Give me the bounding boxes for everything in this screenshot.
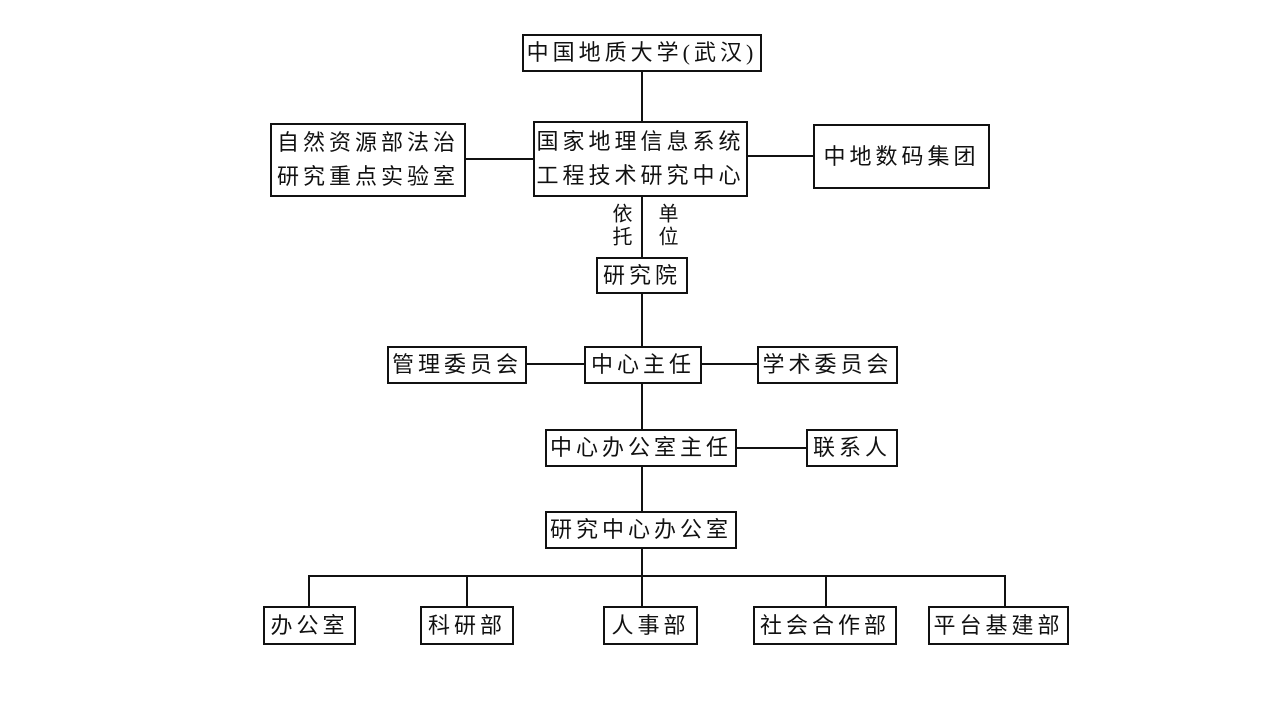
edge-label-danwei: 单位 [655,203,677,249]
node-academic-committee: 学术委员会 [757,346,898,384]
node-gis-center-line2: 工程技术研究中心 [536,163,745,188]
connector-drop-dept-platform [1004,575,1006,606]
connector-office-director-center-office [641,466,643,511]
connector-center-office-depts [641,548,643,607]
connector-drop-dept-research [466,575,468,606]
connector-institute-director [641,293,643,346]
node-contact-person-label: 联系人 [812,435,891,460]
connector-drop-dept-social [825,575,827,606]
connector-director-office-director [641,383,643,429]
connector-lab-center [464,158,533,160]
node-dept-research-label: 科研部 [427,612,506,638]
edge-label-yituo: 依托 [609,203,631,249]
node-zondy-group-label: 中地数码集团 [823,143,980,169]
node-dept-office-label: 办公室 [270,612,349,638]
connector-university-center [641,72,643,121]
node-dept-hr-label: 人事部 [611,612,690,638]
node-dept-research: 科研部 [420,606,514,645]
node-management-committee: 管理委员会 [387,346,527,384]
node-law-lab-line2: 研究重点实验室 [276,164,459,189]
node-contact-person: 联系人 [806,429,898,467]
node-law-lab: 自然资源部法治 研究重点实验室 [270,123,466,197]
node-office-director-label: 中心办公室主任 [549,435,732,460]
node-center-office-label: 研究中心办公室 [549,517,732,542]
node-dept-hr: 人事部 [603,606,698,645]
connector-center-zondy [746,155,813,157]
node-dept-platform-infrastructure-label: 平台基建部 [933,612,1064,638]
node-academic-committee-label: 学术委员会 [762,352,893,377]
connector-office-director-contact [735,447,806,449]
node-zondy-group: 中地数码集团 [813,124,990,189]
node-management-committee-label: 管理委员会 [391,352,522,377]
node-research-institute: 研究院 [596,257,688,294]
node-university-label: 中国地质大学(武汉) [526,40,758,65]
node-dept-social-cooperation: 社会合作部 [753,606,897,645]
node-gis-center: 国家地理信息系统 工程技术研究中心 [533,121,748,197]
node-dept-office: 办公室 [263,606,356,645]
node-dept-platform-infrastructure: 平台基建部 [928,606,1069,645]
connector-mgmt-director [525,363,584,365]
node-center-office: 研究中心办公室 [545,511,737,549]
node-university: 中国地质大学(武汉) [522,34,762,72]
connector-center-institute [641,195,643,257]
node-office-director: 中心办公室主任 [545,429,737,467]
connector-drop-dept-office [308,575,310,606]
node-gis-center-line1: 国家地理信息系统 [536,129,745,154]
node-research-institute-label: 研究院 [602,262,681,288]
node-center-director: 中心主任 [584,346,702,384]
node-law-lab-line1: 自然资源部法治 [276,130,459,155]
node-dept-social-cooperation-label: 社会合作部 [759,612,890,638]
connector-director-academic [701,363,757,365]
node-center-director-label: 中心主任 [590,352,695,377]
connector-depts-distribution [308,575,1006,577]
